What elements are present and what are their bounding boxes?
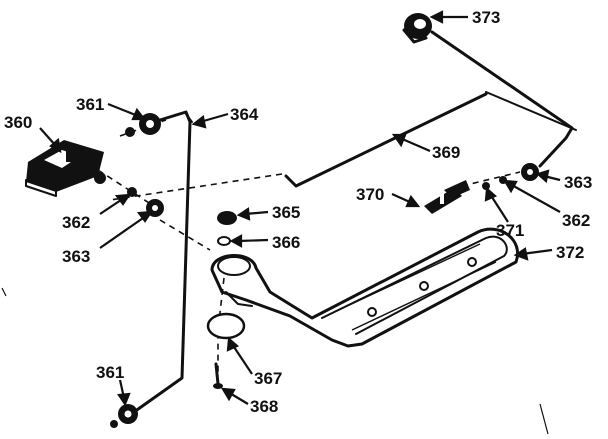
callout-369: 369 xyxy=(432,143,460,162)
callout-373: 373 xyxy=(472,8,500,27)
callout-363-right: 363 xyxy=(564,173,592,192)
callout-366: 366 xyxy=(272,233,300,252)
part-371-362-363-right xyxy=(482,163,539,190)
callout-360: 360 xyxy=(4,113,32,132)
part-360-valve xyxy=(25,140,106,197)
part-372-burner xyxy=(210,227,520,348)
callout-labels: 373 364 361 360 362 363 369 370 363 371 … xyxy=(4,8,592,416)
callout-361-bottom: 361 xyxy=(96,363,124,382)
callout-367: 367 xyxy=(254,369,282,388)
part-367-disc xyxy=(206,312,246,340)
part-361-nut-bottom xyxy=(110,404,138,428)
callout-arrows xyxy=(39,10,561,407)
callout-362-right: 362 xyxy=(562,211,590,230)
burner-ports xyxy=(329,243,497,331)
part-365-366 xyxy=(217,211,237,246)
callout-363-left: 363 xyxy=(62,247,90,266)
part-370-orifice xyxy=(424,180,470,214)
part-373-fitting xyxy=(402,13,432,44)
callout-361-top: 361 xyxy=(76,95,104,114)
callout-365: 365 xyxy=(272,203,300,222)
part-364-tube xyxy=(132,110,193,414)
callout-368: 368 xyxy=(250,397,278,416)
part-368-screw xyxy=(213,362,223,389)
callout-371: 371 xyxy=(496,221,524,240)
scan-marks xyxy=(1,287,549,435)
callout-362-left: 362 xyxy=(62,213,90,232)
callout-364: 364 xyxy=(230,105,259,124)
callout-370: 370 xyxy=(356,185,384,204)
part-369-tube xyxy=(284,30,577,188)
callout-372: 372 xyxy=(556,243,584,262)
